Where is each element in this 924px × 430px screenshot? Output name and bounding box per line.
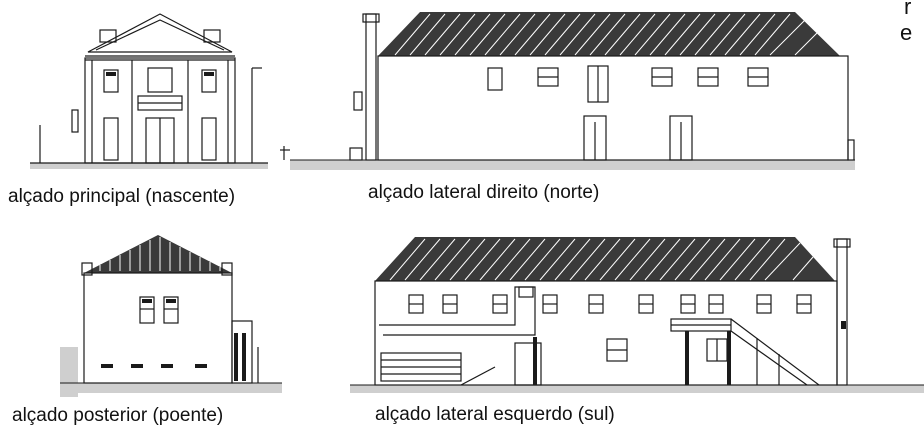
elevation-lateral-esquerdo xyxy=(345,225,924,400)
elevation-lateral-esquerdo-drawing xyxy=(350,237,924,393)
edge-text-1: r xyxy=(904,0,912,19)
caption-principal: alçado principal (nascente) xyxy=(8,186,236,207)
elevation-posterior-drawing xyxy=(60,235,282,397)
caption-posterior: alçado posterior (poente) xyxy=(12,405,224,426)
caption-lateral-direito: alçado lateral direito (norte) xyxy=(368,182,600,203)
caption-lateral-esquerdo: alçado lateral esquerdo (sul) xyxy=(375,404,615,425)
elevation-principal-drawing xyxy=(30,13,268,169)
elevation-lateral-direito-drawing xyxy=(280,12,855,170)
edge-text-2: e xyxy=(900,20,913,45)
elevation-principal xyxy=(0,0,300,180)
elevation-lateral-direito xyxy=(270,0,860,180)
elevation-posterior xyxy=(0,225,300,400)
